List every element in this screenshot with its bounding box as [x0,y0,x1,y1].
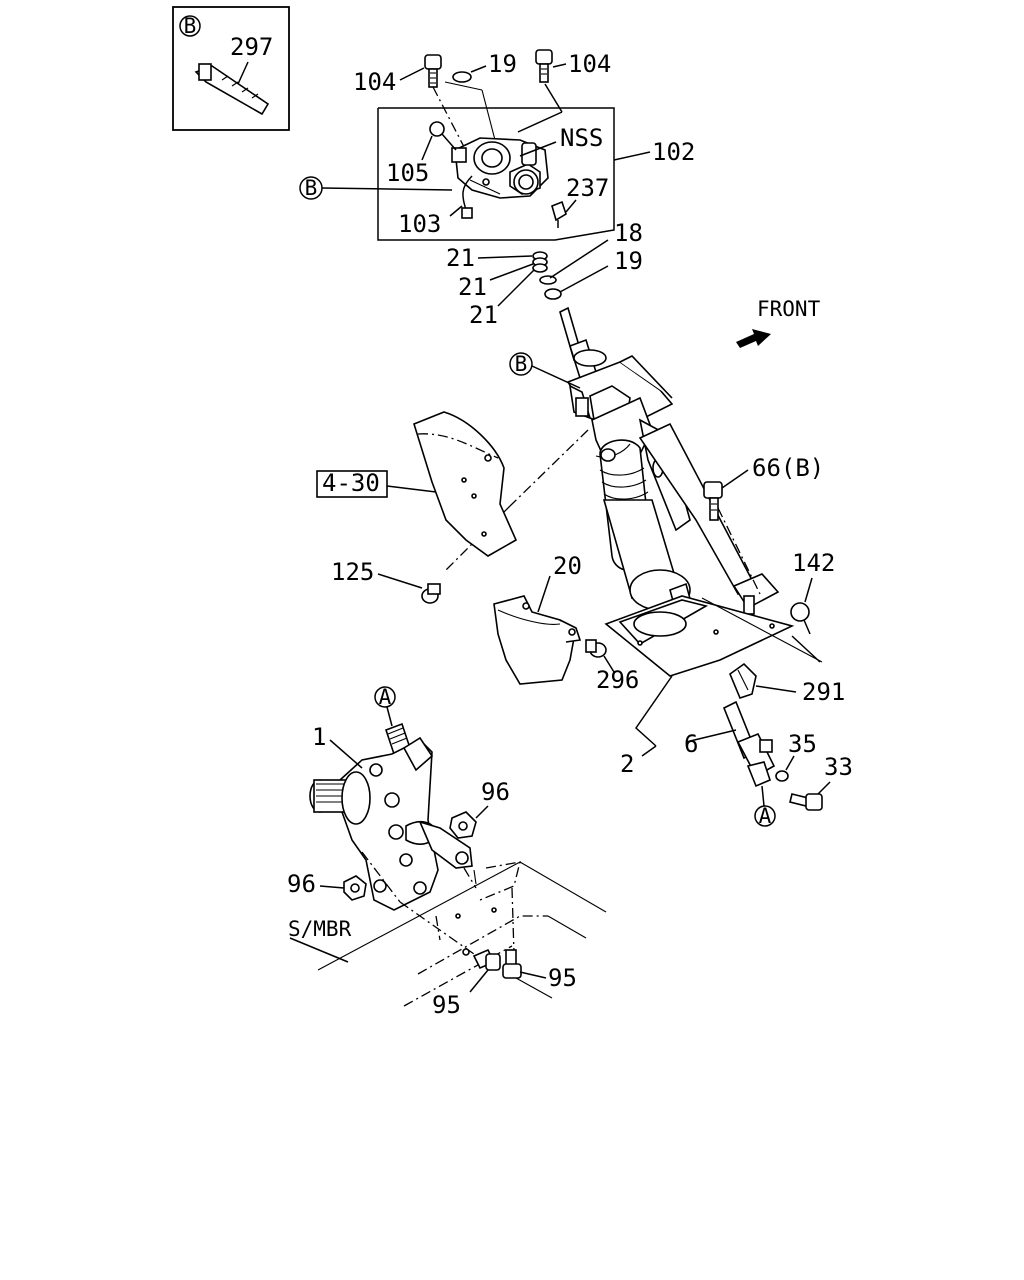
label-19-top: 19 [488,50,517,78]
label-125: 125 [331,558,374,586]
screw-105 [429,121,457,151]
wire-harness-103 [461,175,473,219]
ref-marker-a-bottom: A [759,804,772,828]
bracket-lead-2 [635,675,673,747]
label-front: FRONT [757,297,821,321]
o-ring-19-top [452,71,472,83]
nut-96-left [343,875,367,901]
detail-box-part-number: 297 [230,33,273,61]
ref-box-4-30 [316,470,388,498]
label-21-a: 21 [446,244,475,272]
label-2: 2 [620,750,634,778]
heat-shield-20 [493,595,582,685]
bolt-104-left [424,54,442,88]
label-105: 105 [386,159,429,187]
screw-125 [421,583,441,604]
label-103: 103 [398,210,441,238]
label-104-left: 104 [353,68,396,96]
cable-tie-297 [194,61,270,116]
column-cover-4-30 [413,411,518,557]
label-smbr: S/MBR [288,917,352,941]
ref-marker-b-column: B [515,352,528,376]
label-237: 237 [566,174,609,202]
detail-box-ref: B [184,14,197,38]
label-296: 296 [596,666,639,694]
label-19-mid: 19 [614,247,643,275]
washer-35 [775,770,789,782]
label-21-c: 21 [469,301,498,329]
label-95-right: 95 [548,964,577,992]
bolt-95-left [472,948,501,971]
side-member-frame [317,851,607,1007]
label-21-b: 21 [458,273,487,301]
label-291: 291 [802,678,845,706]
label-142: 142 [792,549,835,577]
bolt-33 [789,793,823,811]
label-96-left: 96 [287,870,316,898]
detail-box-b: B 297 [172,6,290,131]
screw-296 [585,639,607,658]
label-102: 102 [652,138,695,166]
label-96-right: 96 [481,778,510,806]
label-66b: 66(B) [752,454,824,482]
front-arrow-icon [736,329,771,348]
lock-assembly-group: 102 104 19 104 [299,49,695,241]
label-6: 6 [684,730,698,758]
steering-gear-box-1 [309,722,473,911]
label-18: 18 [614,219,643,247]
bolt-66b [703,481,723,521]
label-35: 35 [788,730,817,758]
label-33: 33 [824,753,853,781]
bolt-104-right [535,49,553,83]
ref-marker-a-top: A [379,685,392,709]
screw-142 [790,602,811,635]
washer-stack-21 [532,251,562,300]
ref-marker-b-left: B [305,176,318,200]
screw-237 [551,200,567,228]
label-95-left: 95 [432,991,461,1019]
label-104-right: 104 [568,50,611,78]
nut-96-right [449,811,477,839]
intermediate-shaft-6 [722,700,776,788]
clip-291 [729,662,757,699]
label-1: 1 [312,723,326,751]
label-4-30: 4-30 [322,469,380,497]
bolt-95-right [502,949,522,979]
label-20: 20 [553,552,582,580]
label-nss: NSS [560,124,603,152]
steering-lock-body [451,137,549,199]
steering-column: B [509,306,795,677]
